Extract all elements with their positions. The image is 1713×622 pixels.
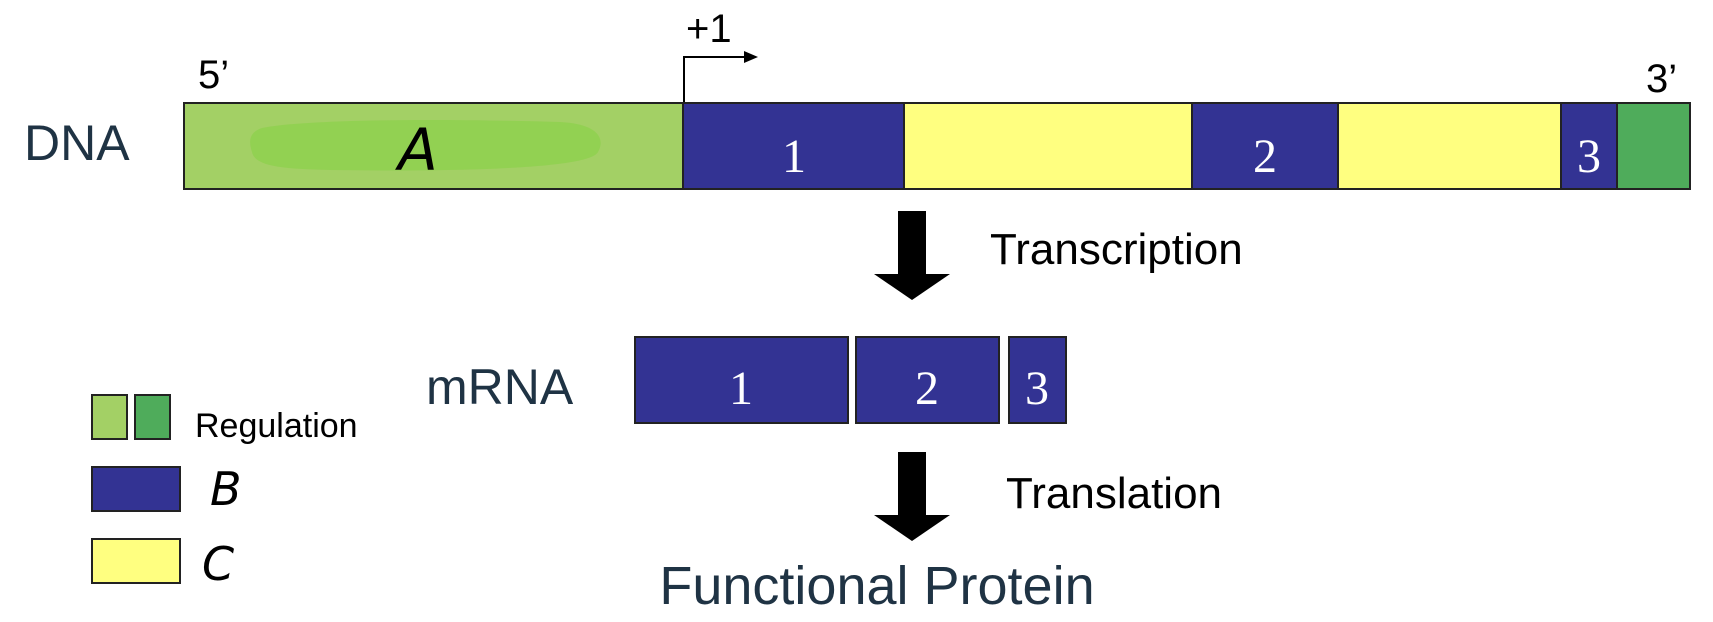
dna-exon-3 [1560, 102, 1618, 190]
transcription-arrow-icon [874, 211, 950, 300]
mrna-exon-1 [634, 336, 849, 424]
dna-region-3prime-regulation [1616, 102, 1691, 190]
mrna-exon-2-label: 2 [915, 362, 939, 415]
three-prime-label: 3’ [1646, 57, 1677, 101]
functional-protein-label: Functional Protein [659, 556, 1094, 616]
legend-regulation-dark-swatch [134, 394, 171, 440]
dna-exon-1-label: 1 [782, 130, 806, 183]
dna-exon-2-label: 2 [1253, 130, 1277, 183]
legend-b-label: B [210, 462, 242, 516]
translation-label: Translation [1006, 469, 1222, 518]
tss-arrow-icon [683, 56, 746, 102]
mrna-exon-3-label: 3 [1025, 362, 1049, 415]
dna-intron-1 [903, 102, 1193, 190]
five-prime-label: 5’ [198, 53, 229, 97]
mrna-exon-1-label: 1 [729, 362, 753, 415]
tss-arrowhead-icon [744, 51, 758, 63]
region-a-label: A [394, 116, 438, 184]
dna-intron-2 [1337, 102, 1562, 190]
legend-b-swatch [91, 466, 181, 512]
legend-regulation-light-swatch [91, 394, 128, 440]
legend-c-label: C [202, 537, 234, 591]
dna-label: DNA [24, 115, 130, 171]
legend-c-swatch [91, 538, 181, 584]
region-a-highlight [250, 120, 601, 171]
dna-exon-1 [682, 102, 905, 190]
legend-regulation-label: Regulation [195, 407, 358, 445]
mrna-strand [634, 336, 1067, 424]
transcription-label: Transcription [990, 225, 1243, 274]
mrna-exon-2 [855, 336, 1000, 424]
dna-strand [183, 102, 1691, 190]
tss-label: +1 [686, 7, 732, 51]
legend: Regulation B C [91, 394, 358, 591]
translation-arrow-icon [874, 452, 950, 541]
mrna-label: mRNA [426, 359, 574, 415]
mrna-exon-3 [1008, 336, 1067, 424]
dna-exon-3-label: 3 [1577, 130, 1601, 183]
